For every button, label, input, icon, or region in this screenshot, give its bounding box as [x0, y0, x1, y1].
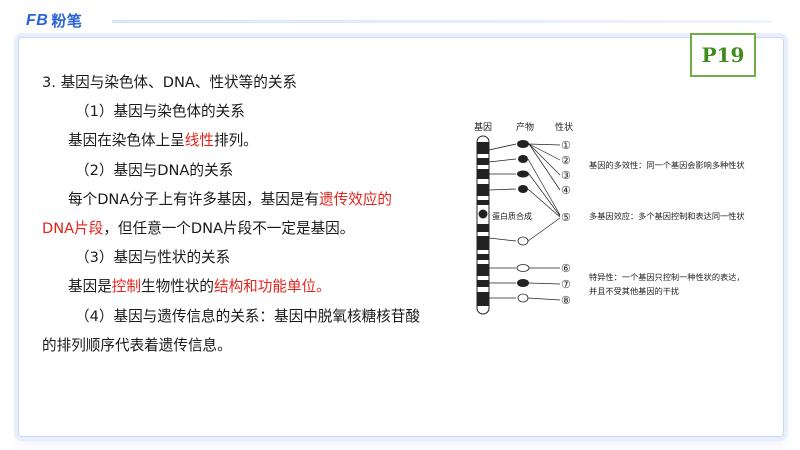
note-specificity-2: 并且不受其他基因的干扰 [589, 286, 679, 296]
trait-6: ⑥ [561, 262, 571, 275]
header-divider [112, 20, 772, 23]
section-2-line-2: DNA片段，但任意一个DNA片段不一定是基因。 [42, 220, 355, 238]
protein-icon [517, 170, 529, 178]
trait-5: ⑤ [561, 211, 571, 224]
content-panel [18, 37, 784, 437]
protein-icon [517, 236, 529, 246]
diagram-notes: 基因的多效性：同一个基因会影响多种性状 多基因效应：多个基因控制和表达同一性状 … [589, 160, 745, 296]
protein-icon [517, 279, 529, 287]
gene-lines [488, 143, 517, 299]
brand-logo: FB 粉笔 [26, 10, 82, 31]
trait-4: ④ [561, 184, 571, 197]
protein-icon [517, 293, 529, 303]
protein-icon [518, 155, 528, 163]
gene-trait-diagram: 基因 产物 性状 蛋白质合成 [468, 118, 780, 320]
section-2-title: （2）基因与DNA的关系 [75, 161, 234, 179]
note-polygenic: 多基因效应：多个基因控制和表达同一性状 [589, 211, 745, 221]
trait-2: ② [561, 154, 571, 167]
protein-icon [516, 264, 530, 272]
section-4-line-2: 的排列顺序代表着遗传信息。 [42, 336, 232, 354]
trait-7: ⑦ [561, 278, 571, 291]
page-label: P19 [690, 33, 756, 77]
section-heading: 3. 基因与染色体、DNA、性状等的关系 [42, 74, 298, 91]
trait-arrows [527, 143, 561, 301]
col-header-gene: 基因 [474, 121, 492, 133]
section-4-line-1: （4）基因与遗传信息的关系：基因中脱氧核糖核苷酸 [75, 307, 420, 325]
highlight-control: 控制 [111, 278, 141, 296]
highlight-linear: 线性 [184, 132, 214, 150]
logo-name: 粉笔 [51, 13, 83, 30]
highlight-genetic-effect: 遗传效应的 [319, 190, 393, 208]
note-specificity-1: 特异性：一个基因只控制一种性状的表达， [589, 272, 745, 282]
col-header-product: 产物 [516, 121, 534, 133]
protein-icon [518, 185, 528, 193]
highlight-dna-fragment: DNA片段 [42, 220, 104, 238]
note-pleiotropy: 基因的多效性：同一个基因会影响多种性状 [589, 160, 745, 170]
trait-1: ① [561, 139, 571, 152]
section-3-title: （3）基因与性状的关系 [75, 249, 231, 267]
section-2-line-1: 每个DNA分子上有许多基因，基因是有遗传效应的 [68, 190, 393, 208]
trait-8: ⑧ [561, 294, 571, 307]
text-block: 3. 基因与染色体、DNA、性状等的关系 （1）基因与染色体的关系 基因在染色体… [42, 68, 472, 360]
section-1-text: 基因在染色体上呈线性排列。 [68, 132, 258, 150]
protein-products [516, 140, 530, 303]
chromosome-icon [476, 135, 490, 315]
diagram-svg: 基因 产物 性状 蛋白质合成 [474, 121, 745, 315]
trait-3: ③ [561, 169, 571, 182]
highlight-unit: 结构和功能单位。 [213, 278, 331, 296]
logo-mark: FB [26, 11, 49, 29]
protein-synthesis-label: 蛋白质合成 [492, 211, 532, 221]
section-3-text: 基因是控制生物性状的结构和功能单位。 [68, 278, 331, 296]
section-1-title: （1）基因与染色体的关系 [75, 103, 245, 121]
protein-icon [517, 140, 529, 148]
trait-markers: ① ② ③ ④ ⑤ ⑥ ⑦ ⑧ [561, 139, 571, 307]
col-header-trait: 性状 [555, 121, 573, 133]
